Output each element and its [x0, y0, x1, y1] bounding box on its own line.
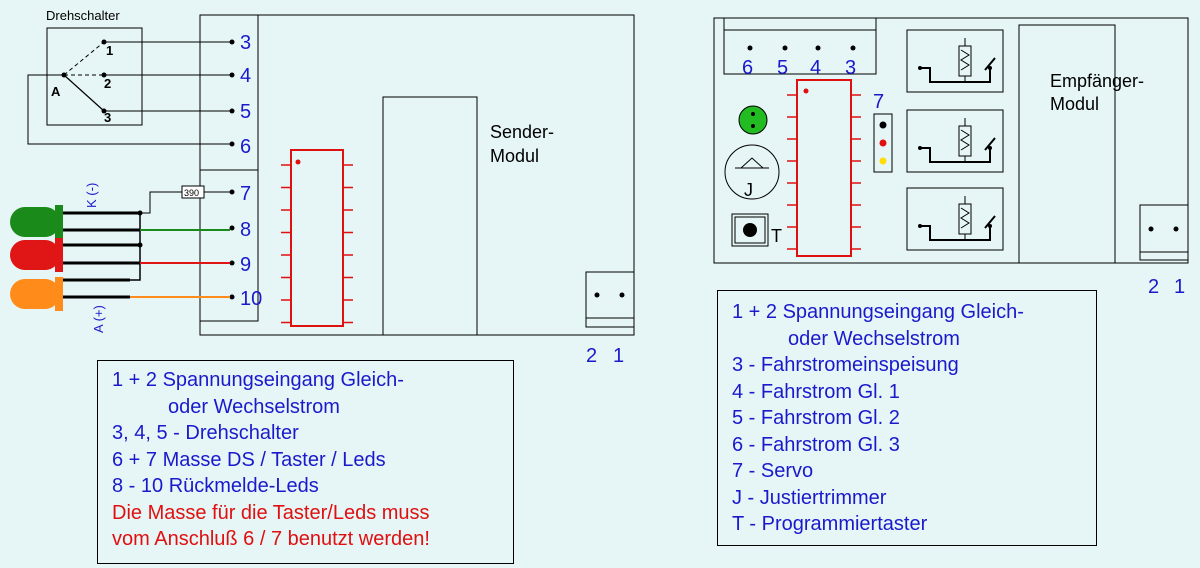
receiver-module-label-1: Empfänger- [1050, 71, 1144, 91]
servo-connector [873, 113, 893, 173]
receiver-ic-chip [787, 79, 861, 257]
rx-terminal-4: 4 [810, 57, 821, 79]
terminal-5: 5 [240, 101, 251, 123]
left-legend-line: Die Masse für die Taster/Leds muss [112, 501, 430, 524]
left-legend-line: vom Anschluß 6 / 7 benutzt werden! [112, 528, 430, 550]
led-orange [10, 277, 130, 311]
terminal-9: 9 [240, 254, 251, 276]
switch-pos-1: 1 [106, 43, 113, 58]
receiver-legend: 1 + 2 Spannungseingang Gleich-oder Wechs… [717, 290, 1097, 546]
right-legend-line: 7 - Servo [732, 460, 814, 482]
terminal-7: 7 [240, 183, 251, 205]
terminal-4: 4 [240, 65, 251, 87]
rx-terminal-5: 5 [777, 57, 788, 79]
terminal-10: 10 [240, 288, 262, 310]
receiver-module-label-2: Modul [1050, 94, 1099, 114]
sender-power-1: 1 [613, 345, 624, 367]
left-legend-line: 6 + 7 Masse DS / Taster / Leds [112, 448, 386, 471]
cathode-wire [140, 191, 182, 214]
right-legend-line: oder Wechselstrom [788, 327, 960, 350]
left-legend-line: oder Wechselstrom [168, 395, 340, 418]
sender-terminal-strip [199, 14, 259, 322]
terminal-3: 3 [240, 32, 251, 54]
left-legend-line: 3, 4, 5 - Drehschalter [112, 422, 299, 444]
sender-power-terminal [585, 271, 635, 328]
terminal-6: 6 [240, 136, 251, 158]
rx-terminal-6: 6 [742, 57, 753, 79]
right-legend-line: 3 - Fahrstromeinspeisung [732, 354, 959, 376]
servo-label: 7 [873, 91, 884, 113]
led-cathode-label: K (-) [84, 183, 99, 208]
left-legend-line: 8 - 10 Rückmelde-Leds [112, 475, 319, 497]
receiver-power-2: 2 [1148, 276, 1159, 298]
sender-module-label-1: Sender- [490, 122, 554, 142]
sender-terminal-dots [229, 39, 235, 300]
led-red [10, 238, 140, 272]
right-legend-line: 1 + 2 Spannungseingang Gleich- [732, 301, 1024, 323]
receiver-module-box [713, 17, 1189, 264]
led-green [10, 205, 140, 239]
sender-ic-chip [281, 149, 353, 327]
right-legend-line: 6 - Fahrstrom Gl. 3 [732, 433, 900, 456]
cathode-bus [130, 213, 141, 281]
receiver-power-1: 1 [1174, 276, 1185, 298]
right-legend-line: 4 - Fahrstrom Gl. 1 [732, 380, 900, 403]
receiver-power-terminal [1139, 204, 1189, 261]
program-button [731, 213, 769, 247]
rotary-switch-contacts [61, 39, 107, 114]
rx-terminal-3: 3 [845, 57, 856, 79]
right-legend-line: T - Programmiertaster [732, 513, 928, 535]
right-legend-line: 5 - Fahrstrom Gl. 2 [732, 407, 900, 429]
rotary-switch-box [46, 27, 143, 126]
receiver-top-terminal [723, 17, 877, 75]
switch-pos-3: 3 [104, 110, 111, 125]
sender-module-label-2: Modul [490, 146, 539, 166]
button-label: T [771, 226, 782, 246]
trimmer-j [724, 144, 780, 200]
switch-common-label: A [51, 84, 61, 99]
relay-2 [906, 109, 1004, 173]
rotary-switch-label: Drehschalter [46, 8, 120, 23]
trimmer-label: J [744, 180, 753, 200]
sender-power-2: 2 [586, 345, 597, 367]
sender-submodule-box [382, 96, 478, 336]
resistor-value: 390 [184, 188, 199, 198]
led-anode-label: A (+) [91, 305, 106, 333]
right-legend-line: J - Justiertrimmer [732, 486, 887, 509]
relay-group [906, 29, 1004, 251]
relay-1 [906, 29, 1004, 93]
common-wire [27, 74, 230, 145]
switch-pos-2: 2 [104, 76, 111, 91]
terminal-8: 8 [240, 219, 251, 241]
receiver-submodule-box [1018, 24, 1116, 264]
left-legend-line: 1 + 2 Spannungseingang Gleich- [112, 369, 404, 391]
receiver-green-led [738, 105, 768, 135]
sender-module-box [199, 14, 635, 336]
relay-3 [906, 187, 1004, 251]
sender-legend: 1 + 2 Spannungseingang Gleich-oder Wechs… [97, 360, 514, 564]
